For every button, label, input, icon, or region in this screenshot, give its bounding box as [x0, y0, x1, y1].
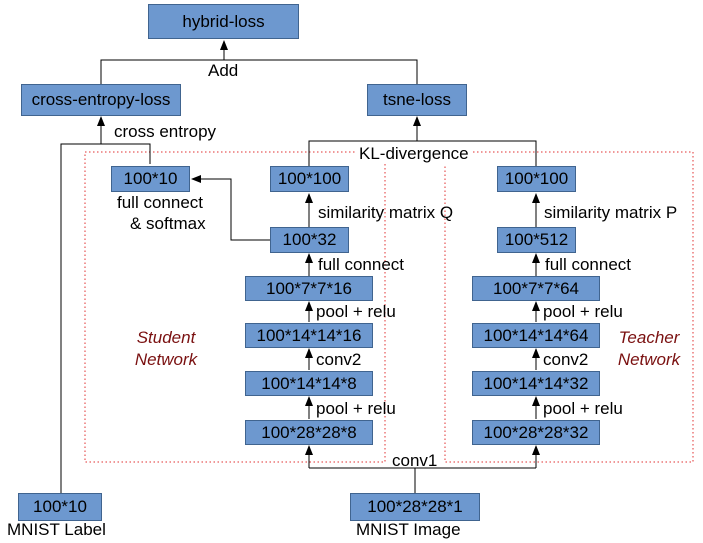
teacher-pool-relu-label-top: pool + relu [543, 302, 623, 321]
student-network-title-line1: Student [136, 328, 196, 347]
student-pool-relu-label-top: pool + relu [316, 302, 396, 321]
similarity-q-label: similarity matrix Q [318, 203, 454, 222]
student-network-title-line2: Network [134, 350, 198, 369]
student-full-connect-label: full connect [318, 255, 404, 274]
tsne-loss-box: tsne-loss [367, 84, 467, 116]
student-pool-relu-label-bottom: pool + relu [316, 399, 396, 418]
conv1-label: conv1 [392, 451, 438, 470]
cross-entropy-label: cross entropy [114, 122, 217, 142]
mnist-label-caption: MNIST Label [7, 520, 106, 539]
student-output-10-box: 100*10 [111, 166, 190, 192]
teacher-network-title-line2: Network [617, 350, 681, 369]
mnist-image-caption: MNIST Image [356, 520, 461, 539]
teacher-network-title: Teacher Network [603, 327, 695, 371]
teacher-14x14x64-box: 100*14*14*64 [472, 323, 600, 348]
student-fc-32-box: 100*32 [270, 227, 349, 253]
teacher-network-region [444, 151, 694, 463]
teacher-7x7x64-box: 100*7*7*64 [472, 276, 600, 301]
student-14x14x16-box: 100*14*14*16 [245, 323, 373, 348]
cross-entropy-connector [60, 143, 151, 493]
student-network-region [84, 151, 386, 463]
softmax-label-line2: & softmax [130, 214, 206, 233]
student-output-100-box: 100*100 [270, 166, 349, 192]
student-14x14x8-box: 100*14*14*8 [245, 371, 373, 396]
teacher-pool-relu-label-bottom: pool + relu [543, 399, 623, 418]
kl-divergence-label: KL-divergence [357, 144, 471, 164]
teacher-conv2-label: conv2 [543, 350, 589, 369]
add-connector [100, 59, 418, 84]
student-28x28x8-box: 100*28*28*8 [245, 420, 373, 445]
teacher-fc-512-box: 100*512 [497, 227, 576, 253]
softmax-connector [191, 175, 270, 241]
teacher-28x28x32-box: 100*28*28*32 [472, 420, 600, 445]
student-conv2-label: conv2 [316, 350, 362, 369]
teacher-output-100-box: 100*100 [497, 166, 576, 192]
teacher-full-connect-label: full connect [545, 255, 631, 274]
student-network-title: Student Network [118, 327, 214, 371]
add-label: Add [208, 61, 239, 81]
similarity-p-label: similarity matrix P [544, 203, 678, 222]
cross-entropy-loss-box: cross-entropy-loss [21, 84, 181, 116]
teacher-network-title-line1: Teacher [618, 328, 680, 347]
student-7x7x16-box: 100*7*7*16 [245, 276, 373, 301]
softmax-label-line1: full connect [117, 193, 203, 212]
kl-divergence-connector [308, 140, 537, 166]
image-input-box: 100*28*28*1 [350, 493, 480, 521]
hybrid-loss-box: hybrid-loss [148, 4, 299, 39]
teacher-14x14x32-box: 100*14*14*32 [472, 371, 600, 396]
label-input-box: 100*10 [18, 493, 102, 521]
